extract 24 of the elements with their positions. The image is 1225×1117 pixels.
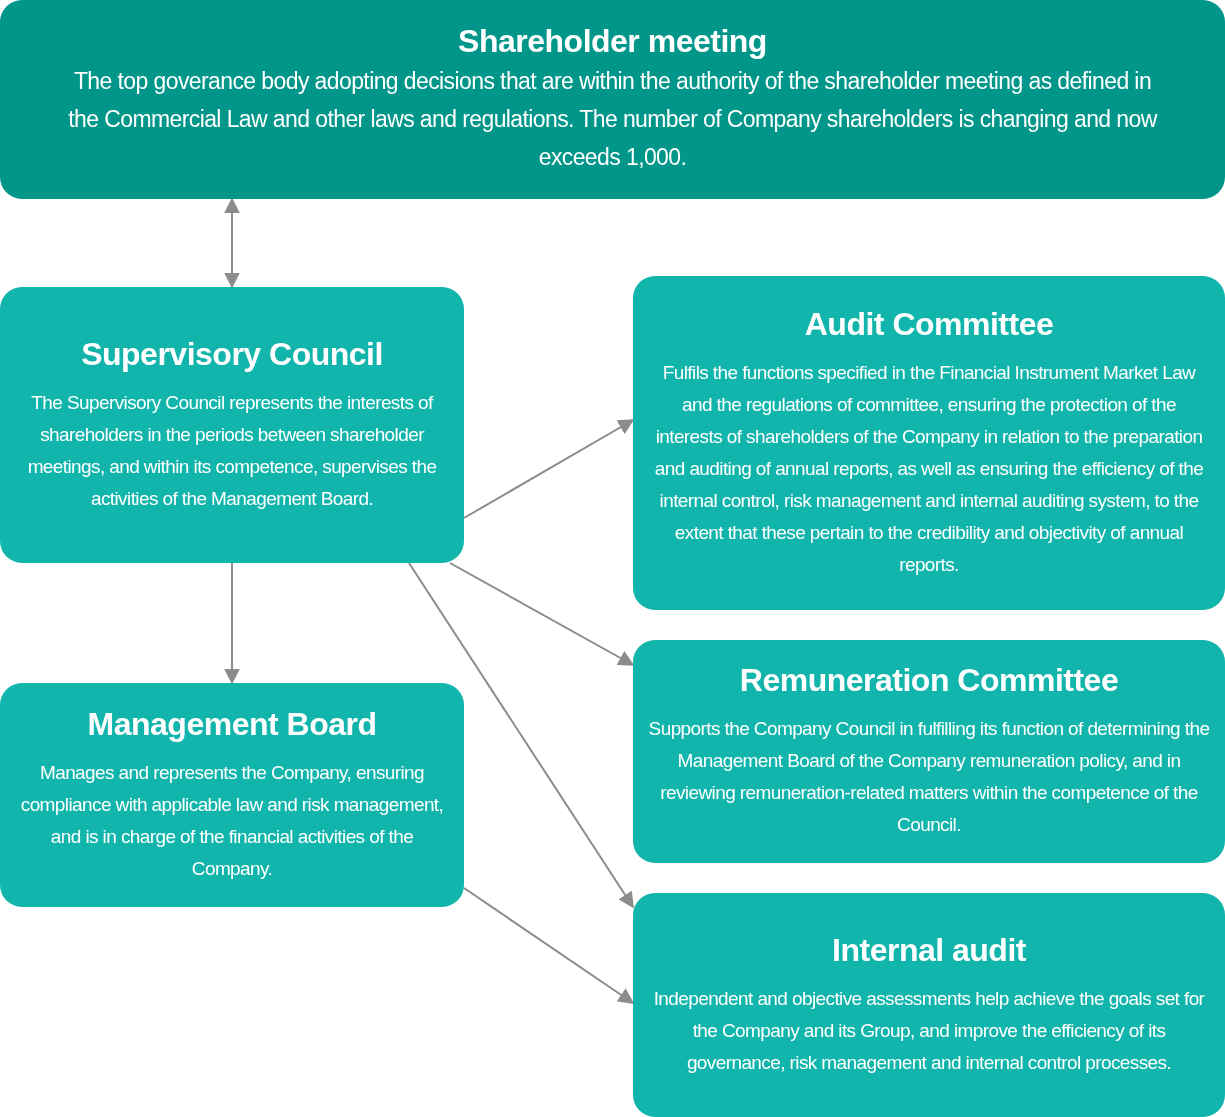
org-box [633,893,1225,1117]
box-title: Remuneration Committee [739,662,1119,699]
box-description: Supports the Company Council in fulfilling its function of determining the Management Board of the Company remuneration policy, and in reviewing remuneration-related matters within the competence of the Council. [647,717,1211,837]
box-description: The Supervisory Council represents the interests of shareholders in the periods between shareholder meetings, and within its competence, supervises the activities of the Management Board. [26,390,438,511]
box-title: Management Board [87,705,377,743]
arrow [449,562,635,666]
box-title: Shareholder meeting [458,23,767,60]
org-box [633,640,1225,863]
box-description: Fulfils the functions specified in the Financial Instrument Market Law and the regulations of committee, ensuring the protection of the interests of shareholders of the Company in relation to the preparation and auditing of annual reports, as well as ensuring the efficiency of the internal control, risk management and internal auditing system, to the extent that these pertain to the credibility and objectivity of annual reports. [653,360,1205,577]
arrow [224,197,240,289]
org-box [0,0,1225,199]
arrow [224,562,240,685]
box-description: The top goverance body adopting decisions that are within the authority of the shareholder meeting as defined in the Commercial Law and other laws and regulations. The number of Company shareholders is changing and now exceeds 1,000. [67,67,1159,172]
arrow [463,419,635,519]
org-box [0,683,464,907]
box-description: Independent and objective assessments help achieve the goals set for the Company and its Group, and improve the efficiency of its governance, risk management and internal control processes. [652,986,1206,1075]
box-title: Supervisory Council [81,335,383,373]
org-box [0,287,464,563]
box-title: Internal audit [832,931,1026,969]
org-box [633,276,1225,610]
arrow [408,562,634,909]
box-description: Manages and represents the Company, ensuring compliance with applicable law and risk management, and is in charge of the financial activities of the Company. [19,760,445,881]
box-title: Audit Committee [804,305,1054,343]
arrow [463,887,635,1004]
